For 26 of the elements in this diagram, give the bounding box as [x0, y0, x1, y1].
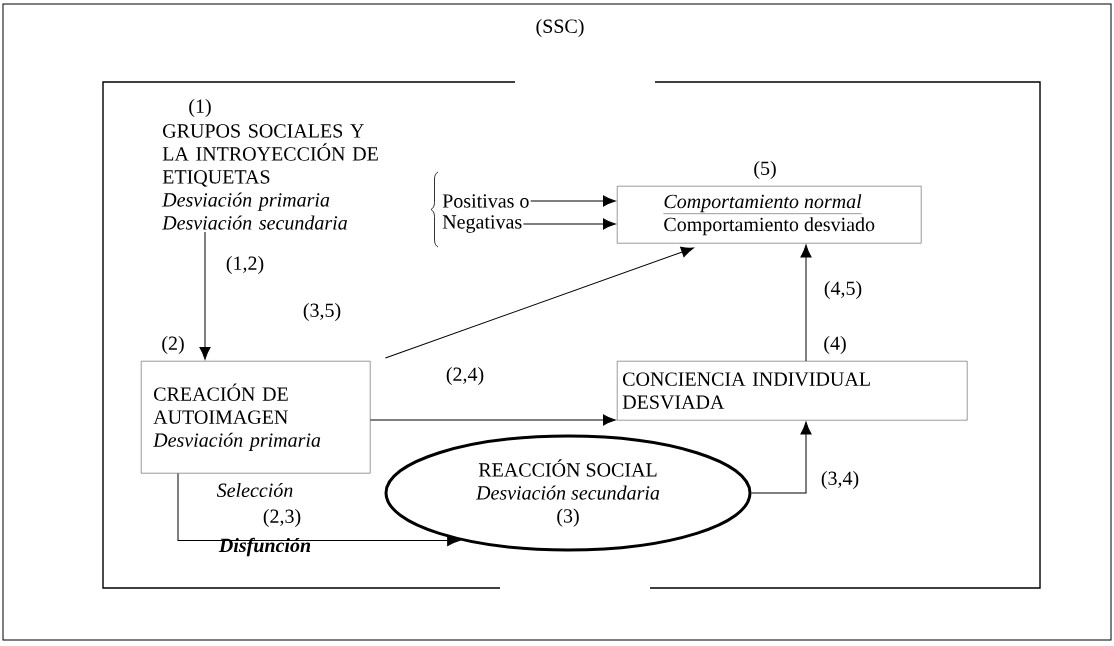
arrow [530, 195, 616, 207]
process-box: CREACIÓN DE AUTOIMAGEN Desviación primaria [141, 361, 371, 474]
arrow [751, 421, 812, 494]
arrow [199, 231, 211, 360]
callout-number: (4) [824, 335, 846, 355]
edge-label: (3,5) [301, 301, 343, 323]
callout-number: (2) [162, 335, 184, 355]
annotation-text: Disfunción [218, 537, 311, 557]
arrow [800, 244, 812, 362]
edge-label: (3,4) [819, 469, 861, 491]
edge-label: (1,2) [224, 254, 266, 276]
edge-label: (4,5) [822, 279, 864, 301]
outcome-box: Comportamiento normal Comportamiento desviado [617, 186, 922, 244]
arrow [369, 414, 616, 426]
edge-text: Positivas o [441, 193, 531, 209]
edge-label: (2,3) [261, 507, 303, 529]
arrow [177, 472, 460, 547]
callout-number: (5) [754, 160, 776, 180]
text-block: GRUPOS SOCIALES Y LA INTROYECCIÓN DE ETIQUETAS Desviación primaria Desviación secundaria [160, 122, 415, 232]
arrow [384, 246, 694, 359]
arrow [522, 218, 616, 230]
annotation-text: (SSC) [536, 18, 584, 38]
edge-text: Negativas [441, 214, 524, 234]
edge-label: (2,4) [444, 365, 486, 387]
process-box: CONCIENCIA INDIVIDUAL DESVIADA [617, 361, 968, 421]
callout-number: (1) [189, 98, 211, 118]
